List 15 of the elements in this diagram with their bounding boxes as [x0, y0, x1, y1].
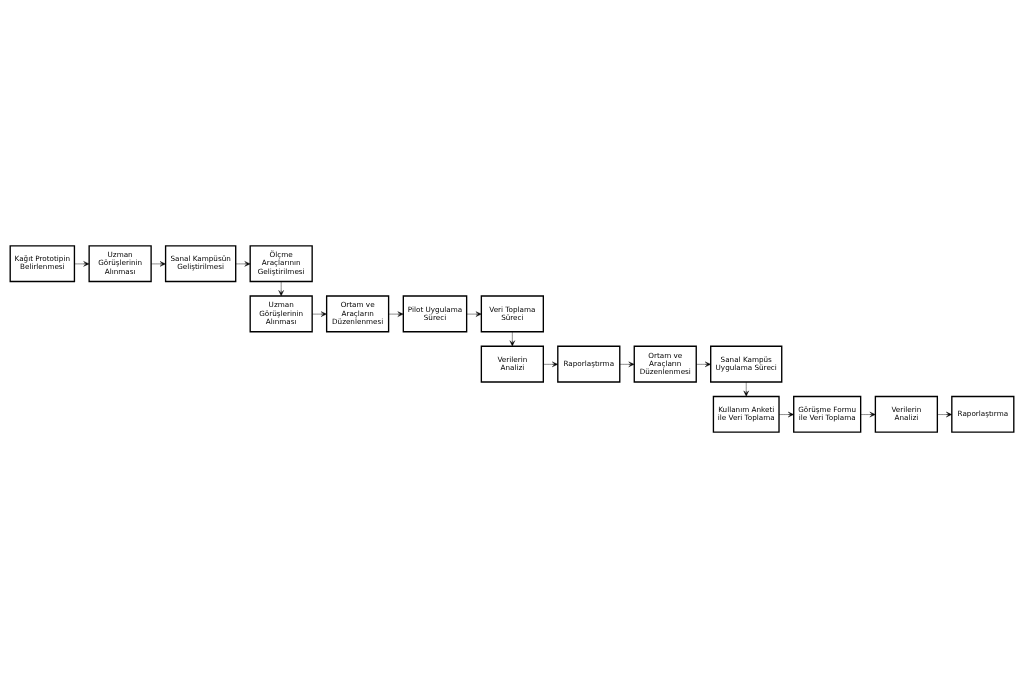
arrow [778, 411, 794, 418]
arrow [743, 381, 749, 397]
arrow [466, 311, 482, 317]
arrow [543, 361, 558, 367]
arrow [74, 261, 90, 267]
arrow [696, 361, 711, 367]
arrow [937, 411, 952, 418]
arrow [150, 261, 166, 267]
arrow [278, 281, 284, 297]
arrow [388, 311, 404, 317]
arrow [235, 261, 251, 267]
arrow [619, 361, 635, 367]
arrow [312, 311, 327, 317]
arrow [509, 331, 515, 347]
arrow [860, 411, 876, 418]
